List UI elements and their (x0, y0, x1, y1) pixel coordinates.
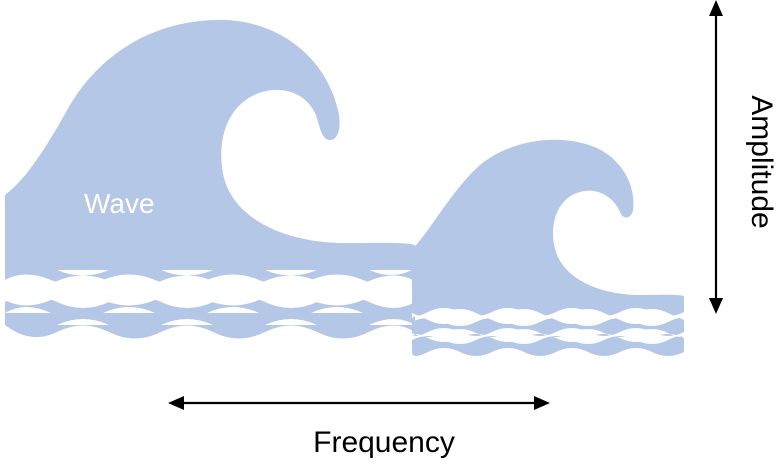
arrow-left-head (168, 396, 184, 410)
amplitude-label: Amplitude (745, 95, 776, 228)
arrow-right-head (534, 396, 550, 410)
large-wave-icon (5, 19, 415, 339)
arrow-up-head (709, 0, 723, 16)
wave-label: Wave (84, 188, 155, 219)
small-wave-icon (412, 139, 684, 356)
frequency-label: Frequency (313, 426, 455, 459)
frequency-arrow (168, 396, 550, 410)
arrow-down-head (709, 298, 723, 314)
amplitude-arrow (709, 0, 723, 314)
